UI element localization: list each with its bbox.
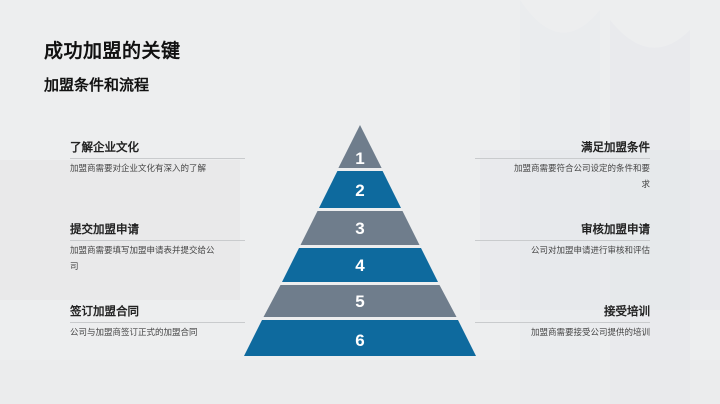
- step-meet-requirements: 满足加盟条件 加盟商需要符合公司设定的条件和要求: [475, 139, 650, 193]
- svg-text:5: 5: [355, 292, 364, 311]
- step-description: 加盟商需要符合公司设定的条件和要求: [513, 164, 650, 190]
- svg-text:6: 6: [355, 331, 364, 350]
- step-heading: 了解企业文化: [70, 139, 245, 159]
- step-submit-application: 提交加盟申请 加盟商需要填写加盟申请表并提交给公司: [70, 221, 245, 275]
- pyramid-tier-2: 2: [319, 171, 401, 208]
- svg-text:1: 1: [355, 149, 364, 168]
- step-heading: 签订加盟合同: [70, 303, 245, 323]
- svg-text:3: 3: [355, 219, 364, 238]
- pyramid-tier-6: 6: [244, 320, 476, 356]
- step-heading: 提交加盟申请: [70, 221, 245, 241]
- pyramid-tier-4: 4: [282, 248, 438, 282]
- step-receive-training: 接受培训 加盟商需要接受公司提供的培训: [475, 303, 650, 341]
- step-heading: 接受培训: [475, 303, 650, 323]
- step-description: 加盟商需要接受公司提供的培训: [530, 328, 650, 338]
- pyramid-tier-3: 3: [300, 211, 420, 245]
- step-description: 加盟商需要对企业文化有深入的了解: [70, 164, 207, 174]
- slide-subtitle: 加盟条件和流程: [44, 76, 150, 94]
- pyramid-tier-5: 5: [263, 285, 457, 317]
- step-review-application: 审核加盟申请 公司对加盟申请进行审核和评估: [475, 221, 650, 259]
- step-heading: 满足加盟条件: [475, 139, 650, 159]
- step-understand-culture: 了解企业文化 加盟商需要对企业文化有深入的了解: [70, 139, 245, 177]
- step-heading: 审核加盟申请: [475, 221, 650, 241]
- step-sign-contract: 签订加盟合同 公司与加盟商签订正式的加盟合同: [70, 303, 245, 341]
- step-description: 公司对加盟申请进行审核和评估: [530, 246, 650, 256]
- slide-title: 成功加盟的关键: [44, 40, 181, 62]
- step-description: 加盟商需要填写加盟申请表并提交给公司: [70, 246, 215, 272]
- svg-text:2: 2: [355, 181, 364, 200]
- step-description: 公司与加盟商签订正式的加盟合同: [70, 328, 198, 338]
- svg-text:4: 4: [355, 256, 365, 275]
- pyramid-tier-1: 1: [338, 125, 382, 168]
